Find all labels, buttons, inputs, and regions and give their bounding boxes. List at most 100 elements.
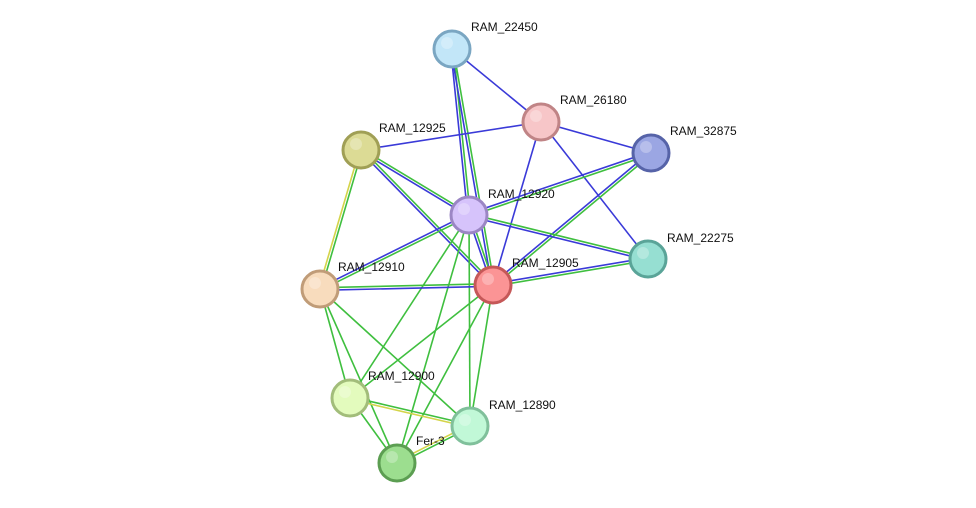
edge-line-blue [449,49,493,286]
node-label: RAM_22275 [667,231,734,245]
node-RAM_22275[interactable]: RAM_22275 [628,231,734,279]
node-circle[interactable] [330,378,370,418]
edge-line-green [361,148,495,285]
node-RAM_12925[interactable]: RAM_12925 [341,121,446,170]
edge-line-blue [319,213,469,289]
edge-RAM_26180-RAM_12925 [360,121,542,151]
node-circle[interactable] [432,29,472,69]
node-label: RAM_12900 [368,369,435,383]
edge-line-green [350,395,471,426]
node-circle[interactable] [631,133,671,173]
edge-RAM_12905-Fer-3 [396,284,494,464]
node-circle[interactable] [341,130,381,170]
node-RAM_12920[interactable]: RAM_12920 [449,187,555,235]
node-RAM_26180[interactable]: RAM_26180 [521,93,627,142]
edge-RAM_12910-Fer-3 [319,288,398,464]
edge-line-blue [359,150,469,217]
node-label: RAM_32875 [670,124,737,138]
node-highlight [441,37,453,49]
edge-line-green [320,150,364,290]
edge-line-green [493,259,649,288]
edge-line-green [320,215,470,291]
edge-line-blue [320,285,494,292]
node-label: RAM_22450 [471,20,538,34]
edge-line-green [319,282,493,289]
edge-line-blue [468,215,648,262]
node-label: RAM_12905 [512,256,579,270]
node-RAM_22450[interactable]: RAM_22450 [432,20,538,69]
edge-line-green [361,148,471,215]
edge-RAM_22450-RAM_12905 [449,48,496,286]
node-highlight [350,138,362,150]
edge-RAM_32875-RAM_12905 [491,151,653,287]
node-label: RAM_12890 [489,398,556,412]
edge-line-yellow [349,398,470,429]
edge-RAM_12925-RAM_12910 [317,149,364,290]
edge-line-yellow [317,149,361,289]
node-circle[interactable] [521,102,561,142]
edge-RAM_12920-RAM_12910 [319,213,470,291]
node-circle[interactable] [450,406,490,446]
node-circle[interactable] [300,269,340,309]
node-Fer-3[interactable]: Fer-3 [377,434,445,483]
edge-RAM_12925-RAM_12905 [359,148,495,287]
edge-line-green [469,284,494,427]
edge-line-blue [359,150,493,287]
node-RAM_12905[interactable]: RAM_12905 [473,256,579,305]
node-highlight [482,273,494,285]
node-label: RAM_12920 [488,187,555,201]
edge-RAM_12900-RAM_12890 [349,395,471,429]
node-highlight [386,451,398,463]
edge-line-green [396,214,470,464]
edge-RAM_22275-RAM_12905 [492,256,649,288]
edge-RAM_12905-RAM_12890 [469,284,494,427]
edge-RAM_32875-RAM_12920 [468,151,652,217]
edge-line-green [468,214,471,427]
node-RAM_12900[interactable]: RAM_12900 [330,369,435,418]
edge-line-green [452,48,496,285]
node-highlight [637,247,649,259]
node-RAM_32875[interactable]: RAM_32875 [631,124,737,173]
edge-RAM_26180-RAM_22275 [540,121,649,260]
edge-line-green [469,153,652,217]
edge-RAM_12910-RAM_12905 [319,282,494,292]
edge-RAM_12920-RAM_12900 [349,214,470,399]
edge-line-green [469,212,649,259]
edge-RAM_26180-RAM_12905 [492,121,542,286]
edge-line-green [493,153,653,287]
edge-line-blue [492,256,648,285]
node-label: RAM_12925 [379,121,446,135]
edge-RAM_12910-RAM_12890 [319,288,471,427]
edge-RAM_12920-RAM_22275 [468,212,649,262]
edge-line-green [349,284,494,399]
node-label: RAM_12910 [338,260,405,274]
node-circle[interactable] [377,443,417,483]
node-circle[interactable] [449,195,489,235]
node-highlight [530,110,542,122]
node-RAM_12890[interactable]: RAM_12890 [450,398,556,446]
edge-line-blue [360,121,542,151]
edge-line-green [349,214,470,399]
edge-line-blue [492,121,542,286]
edge-RAM_12920-RAM_12890 [468,214,471,427]
edge-RAM_12925-RAM_12920 [359,148,471,217]
edge-line-blue [468,151,651,215]
node-highlight [640,141,652,153]
node-highlight [309,277,321,289]
edge-line-blue [540,121,649,260]
edge-line-green [319,288,471,427]
node-highlight [458,203,470,215]
edge-line-blue [491,151,651,285]
edge-line-green [396,284,494,464]
node-highlight [459,414,471,426]
node-highlight [339,386,351,398]
node-circle[interactable] [628,239,668,279]
edge-RAM_12905-RAM_12900 [349,284,494,399]
node-label: Fer-3 [416,434,445,448]
edge-line-blue [449,49,469,216]
edge-line-green [319,288,398,464]
node-circle[interactable] [473,265,513,305]
node-RAM_12910[interactable]: RAM_12910 [300,260,405,309]
